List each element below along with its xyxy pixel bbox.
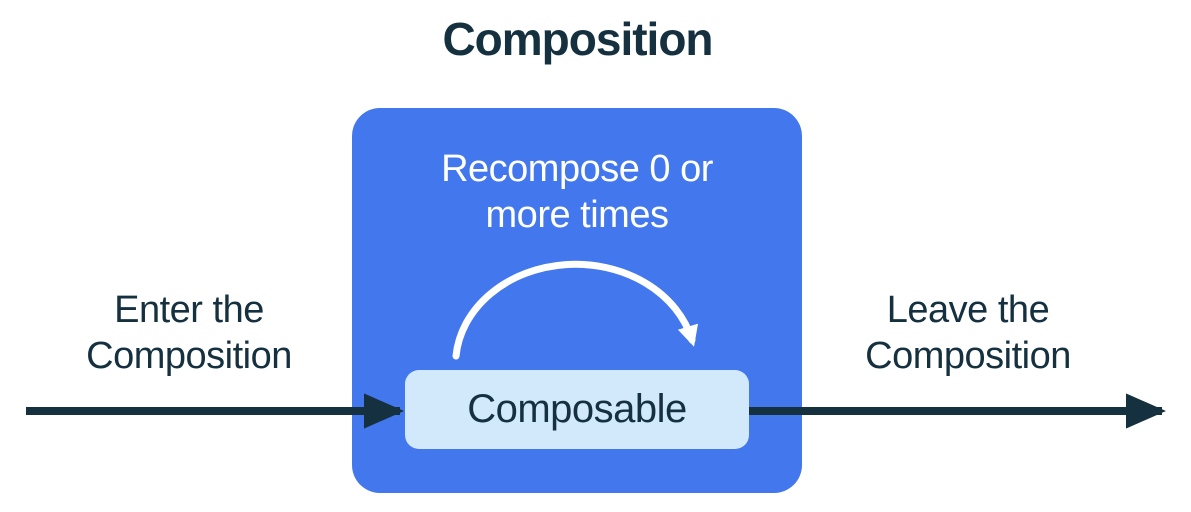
composable-label: Composable xyxy=(467,387,687,431)
leave-composition-label: Leave the Composition xyxy=(865,289,1071,377)
page-title: Composition xyxy=(442,13,713,65)
composable-box: Composable xyxy=(405,370,749,449)
enter-composition-label: Enter the Composition xyxy=(86,289,292,377)
recompose-label: Recompose 0 or more times xyxy=(441,148,713,236)
